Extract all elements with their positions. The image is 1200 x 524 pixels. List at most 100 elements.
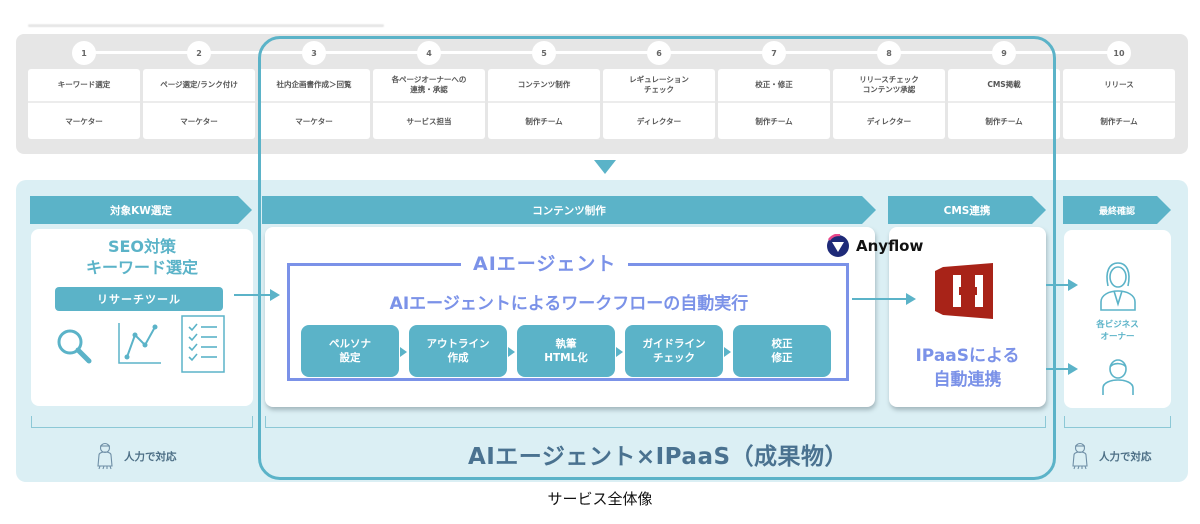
step-task: リリース <box>1063 69 1175 103</box>
agent-workflow-step: アウトライン 作成 <box>409 325 507 377</box>
deliverable-title: AIエージェント×IPaaS（成果物） <box>467 444 849 470</box>
step-number: 7 <box>762 41 786 65</box>
phase-tag-final: 最終確認 <box>1063 196 1171 224</box>
connector-arrow-icon <box>1046 364 1078 374</box>
phase-tag-content: コンテンツ制作 <box>262 196 876 224</box>
step-card: コンテンツ制作 制作チーム <box>488 69 600 139</box>
step-number: 10 <box>1107 41 1131 65</box>
step-number: 5 <box>532 41 556 65</box>
step-task: 各ページオーナーへの 連携・承認 <box>373 69 485 103</box>
step-card: ページ選定/ランク付け マーケター <box>143 69 255 139</box>
step-role: 制作チーム <box>985 116 1023 126</box>
connector-arrow-icon <box>1046 280 1078 290</box>
checklist-icon <box>181 315 225 373</box>
process-step: 8 リリースチェック コンテンツ承認 ディレクター <box>833 41 945 139</box>
step-task: 校正・修正 <box>718 69 830 103</box>
decorative-divider <box>28 24 384 27</box>
phase-tag-cms: CMS連携 <box>888 196 1046 224</box>
step-task: リリースチェック コンテンツ承認 <box>833 69 945 103</box>
step-number: 3 <box>302 41 326 65</box>
step-role: マーケター <box>65 116 103 126</box>
connector-arrow-icon <box>852 294 916 304</box>
h-logo-icon <box>935 263 993 319</box>
step-card: リリースチェック コンテンツ承認 ディレクター <box>833 69 945 139</box>
kw-panel: SEO対策 キーワード選定 リサーチツール <box>31 229 253 406</box>
process-step: 5 コンテンツ制作 制作チーム <box>488 41 600 139</box>
anyflow-logo-icon <box>827 234 849 257</box>
business-owner-label: 各ビジネス オーナー <box>1096 320 1139 342</box>
process-step: 3 社内企画書作成＞回覧 マーケター <box>258 41 370 139</box>
person-icon <box>1102 359 1134 395</box>
research-tool-label: リサーチツール <box>55 287 223 311</box>
phase-tag-kw: 対象KW選定 <box>30 196 252 224</box>
step-role: マーケター <box>180 116 218 126</box>
search-icon <box>57 329 92 364</box>
step-number: 8 <box>877 41 901 65</box>
figure-caption: サービス全体像 <box>547 490 653 508</box>
step-role: 制作チーム <box>755 116 793 126</box>
connector-arrow-icon <box>234 290 280 300</box>
human-handled-note: 人力で対応 <box>96 442 177 470</box>
step-role: サービス担当 <box>406 116 452 126</box>
step-arrow-icon <box>724 347 731 357</box>
process-step: 9 CMS掲載 制作チーム <box>948 41 1060 139</box>
step-task: レギュレーション チェック <box>603 69 715 103</box>
step-number: 9 <box>992 41 1016 65</box>
anyflow-brand-name: Anyflow <box>856 237 924 255</box>
step-number: 1 <box>72 41 96 65</box>
step-card: CMS掲載 制作チーム <box>948 69 1060 139</box>
step-card: 校正・修正 制作チーム <box>718 69 830 139</box>
human-handled-note: 人力で対応 <box>1071 442 1152 470</box>
worker-icon <box>1072 442 1088 470</box>
step-card: リリース 制作チーム <box>1063 69 1175 139</box>
step-arrow-icon <box>508 347 515 357</box>
bracket <box>1064 416 1171 428</box>
down-arrow-icon <box>594 160 616 174</box>
cms-panel: IPaaSによる 自動連携 <box>889 227 1046 407</box>
step-task: コンテンツ制作 <box>488 69 600 103</box>
step-role: 制作チーム <box>525 116 563 126</box>
step-task: キーワード選定 <box>28 69 140 103</box>
agent-workflow-step: 校正 修正 <box>733 325 831 377</box>
process-step: 2 ページ選定/ランク付け マーケター <box>143 41 255 139</box>
process-flow: 1 キーワード選定 マーケター 2 ページ選定/ランク付け マーケター 3 社内… <box>16 34 1188 154</box>
step-card: キーワード選定 マーケター <box>28 69 140 139</box>
final-check-panel: 各ビジネス オーナー <box>1064 230 1171 408</box>
step-arrow-icon <box>400 347 407 357</box>
ipaas-description: IPaaSによる 自動連携 <box>915 346 1020 390</box>
step-card: レギュレーション チェック ディレクター <box>603 69 715 139</box>
step-card: 各ページオーナーへの 連携・承認 サービス担当 <box>373 69 485 139</box>
process-step: 6 レギュレーション チェック ディレクター <box>603 41 715 139</box>
flow-connector-line <box>86 51 1126 54</box>
worker-icon <box>97 442 113 470</box>
human-handled-label: 人力で対応 <box>1099 450 1152 463</box>
bracket <box>265 416 1046 428</box>
process-step: 1 キーワード選定 マーケター <box>28 41 140 139</box>
anyflow-logo: Anyflow <box>826 234 923 258</box>
agent-workflow-step: 執筆 HTML化 <box>517 325 615 377</box>
line-chart-icon <box>118 323 161 364</box>
step-role: ディレクター <box>866 116 912 126</box>
process-step: 7 校正・修正 制作チーム <box>718 41 830 139</box>
kw-panel-title: SEO対策 キーワード選定 <box>85 237 198 277</box>
step-task: ページ選定/ランク付け <box>143 69 255 103</box>
agent-workflow-step: ペルソナ 設定 <box>301 325 399 377</box>
process-step: 10 リリース 制作チーム <box>1063 41 1175 139</box>
ai-agent-panel: AIエージェント AIエージェントによるワークフローの自動実行 ペルソナ 設定 … <box>265 227 875 407</box>
step-card: 社内企画書作成＞回覧 マーケター <box>258 69 370 139</box>
step-number: 2 <box>187 41 211 65</box>
step-task: 社内企画書作成＞回覧 <box>258 69 370 103</box>
step-arrow-icon <box>616 347 623 357</box>
bracket <box>31 416 253 428</box>
process-step: 4 各ページオーナーへの 連携・承認 サービス担当 <box>373 41 485 139</box>
step-number: 6 <box>647 41 671 65</box>
ai-agent-title: AIエージェント <box>461 249 629 276</box>
businesswoman-icon <box>1100 262 1136 311</box>
step-number: 4 <box>417 41 441 65</box>
step-task: CMS掲載 <box>948 69 1060 103</box>
ai-agent-subtitle: AIエージェントによるワークフローの自動実行 <box>389 294 749 314</box>
step-role: マーケター <box>295 116 333 126</box>
human-handled-label: 人力で対応 <box>124 450 177 463</box>
step-role: ディレクター <box>636 116 682 126</box>
step-role: 制作チーム <box>1100 116 1138 126</box>
